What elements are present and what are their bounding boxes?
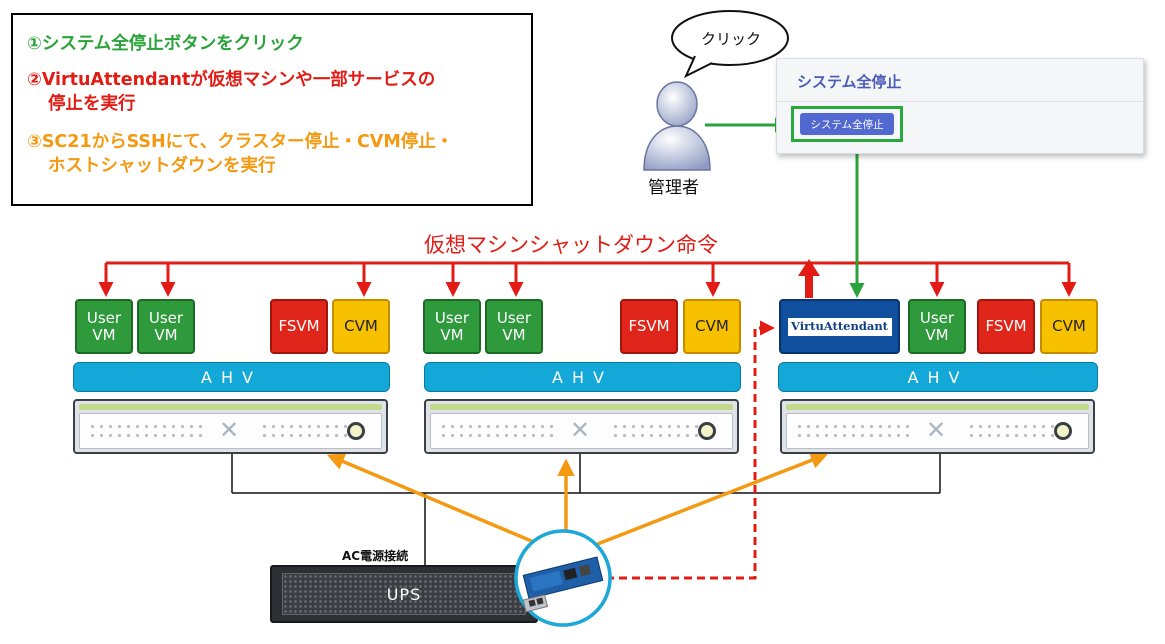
cvm-box: CVM	[683, 299, 741, 354]
power-knob-icon	[698, 422, 716, 440]
ahv-bar: AHV	[424, 362, 741, 392]
cvm-label: CVM	[344, 317, 378, 335]
server-front-panel: ✕	[430, 413, 733, 449]
click-speech-bubble	[671, 10, 789, 79]
ahv-label: AHV	[907, 367, 969, 387]
ups-ssh-arrows	[326, 451, 829, 550]
cvm-box: CVM	[332, 299, 390, 354]
ups-front-mesh	[282, 573, 526, 615]
ahv-bar: AHV	[778, 362, 1098, 392]
cvm-box: CVM	[1040, 299, 1098, 354]
fsvm-box: FSVM	[620, 299, 678, 354]
step-legend: ①システム全停止ボタンをクリック ②VirtuAttendantが仮想マシンや一…	[11, 13, 533, 206]
vent-dots-left	[795, 422, 913, 440]
step-1-text: ①システム全停止ボタンをクリック	[27, 34, 304, 54]
shutdown-command-label: 仮想マシンシャットダウン命令	[424, 233, 718, 257]
server-top-strip	[786, 404, 1089, 410]
server-node: ✕	[780, 399, 1095, 454]
vm-label-line1: User	[148, 308, 184, 327]
fsvm-box: FSVM	[270, 299, 328, 354]
power-knob-icon	[347, 422, 365, 440]
cvm-label: CVM	[695, 317, 729, 335]
power-knob-icon	[1054, 422, 1072, 440]
panel-title: システム全停止	[797, 73, 902, 91]
nutanix-x-icon: ✕	[926, 416, 947, 444]
server-front-panel: ✕	[786, 413, 1089, 449]
server-top-strip	[430, 404, 733, 410]
vm-label-line2: VM	[925, 325, 949, 344]
system-shutdown-panel: システム全停止 システム全停止	[776, 58, 1144, 154]
vent-dots-right	[967, 422, 1057, 440]
bubble-text: クリック	[701, 30, 762, 48]
virtuattendant-logo: VirtuAttendant	[787, 317, 892, 336]
step-3-text-cont: ホストシャットダウンを実行	[48, 156, 276, 176]
cvm-label: CVM	[1052, 317, 1086, 335]
button-highlight: システム全停止	[791, 106, 903, 142]
ahv-bar: AHV	[73, 362, 390, 392]
fsvm-label: FSVM	[628, 317, 670, 335]
vm-label-line2: VM	[92, 325, 116, 344]
step-2-text-cont: 停止を実行	[48, 94, 136, 114]
server-front-panel: ✕	[79, 413, 382, 449]
admin-label: 管理者	[648, 178, 699, 198]
system-shutdown-button[interactable]: システム全停止	[800, 113, 894, 135]
vm-label-line1: User	[496, 308, 532, 327]
virtuattendant-box: VirtuAttendant	[779, 299, 900, 354]
nutanix-x-icon: ✕	[570, 416, 591, 444]
vm-label-line1: User	[919, 308, 955, 327]
ups-to-va-dashed	[606, 320, 775, 580]
ups-label: UPS	[386, 585, 422, 604]
ac-power-label: AC電源接続	[342, 549, 409, 563]
vent-dots-left	[88, 422, 206, 440]
shutdown-command-bus	[98, 261, 1077, 297]
server-node: ✕	[73, 399, 388, 454]
step-2-text: ②VirtuAttendantが仮想マシンや一部サービスの	[27, 70, 436, 90]
vm-label-line2: VM	[440, 325, 464, 344]
nutanix-x-icon: ✕	[219, 416, 240, 444]
fsvm-label: FSVM	[278, 317, 320, 335]
ahv-label: AHV	[201, 367, 262, 387]
vm-label-line1: User	[86, 308, 122, 327]
vm-label-line2: VM	[154, 325, 178, 344]
vent-dots-right	[260, 422, 350, 440]
panel-divider	[777, 101, 1143, 102]
server-node: ✕	[424, 399, 739, 454]
ahv-label: AHV	[552, 367, 613, 387]
va-command-arrow	[798, 259, 820, 298]
power-wiring	[231, 452, 941, 565]
vm-label-line2: VM	[502, 325, 526, 344]
vent-dots-left	[439, 422, 557, 440]
fsvm-label: FSVM	[985, 317, 1027, 335]
server-top-strip	[79, 404, 382, 410]
vent-dots-right	[611, 422, 701, 440]
ups-unit: UPS	[270, 565, 538, 623]
vm-label-line1: User	[434, 308, 470, 327]
step-3-text: ③SC21からSSHにて、クラスター停止・CVM停止・	[27, 132, 454, 152]
fsvm-box: FSVM	[977, 299, 1035, 354]
admin-person-icon	[643, 81, 711, 171]
